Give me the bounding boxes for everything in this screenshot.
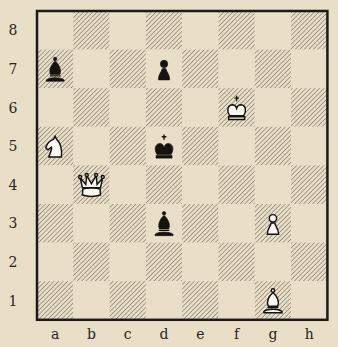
dark-square (110, 204, 146, 243)
dark-square (37, 127, 73, 166)
file-letter: c (124, 327, 132, 341)
rank-number: 6 (9, 101, 18, 115)
dark-square (255, 281, 291, 320)
dark-square (37, 281, 73, 320)
light-square (182, 165, 218, 204)
light-square (182, 88, 218, 127)
light-square (73, 127, 109, 166)
light-square (182, 11, 218, 50)
dark-square (291, 165, 327, 204)
dark-square (73, 11, 109, 50)
light-square (219, 281, 255, 320)
dark-square (255, 50, 291, 89)
rank-number: 4 (9, 178, 18, 192)
light-square (110, 88, 146, 127)
light-square (110, 165, 146, 204)
light-square (73, 50, 109, 89)
dark-square (219, 88, 255, 127)
light-square (255, 243, 291, 282)
dark-square (73, 88, 109, 127)
dark-square (146, 165, 182, 204)
dark-square (291, 243, 327, 282)
chess-piece (158, 60, 169, 80)
light-square (37, 165, 73, 204)
dark-square (291, 88, 327, 127)
light-square (146, 281, 182, 320)
rank-number: 2 (9, 255, 18, 269)
file-letter: e (196, 327, 204, 341)
file-letter: g (268, 327, 277, 341)
dark-square (182, 127, 218, 166)
rank-number: 5 (9, 139, 18, 153)
light-square (110, 11, 146, 50)
file-letter: d (160, 327, 169, 341)
dark-square (73, 243, 109, 282)
dark-square (219, 243, 255, 282)
dark-square (110, 281, 146, 320)
dark-square (182, 204, 218, 243)
dark-square (110, 127, 146, 166)
light-square (219, 50, 255, 89)
dark-square (255, 127, 291, 166)
dark-square (146, 88, 182, 127)
dark-square (255, 204, 291, 243)
dark-square (291, 11, 327, 50)
dark-square (182, 281, 218, 320)
light-square (255, 165, 291, 204)
dark-square (110, 50, 146, 89)
chess-piece (46, 136, 62, 157)
light-square (37, 88, 73, 127)
rank-number: 8 (9, 23, 18, 37)
light-square (291, 281, 327, 320)
dark-square (219, 165, 255, 204)
light-square (255, 11, 291, 50)
rank-number: 7 (9, 62, 18, 76)
light-square (291, 127, 327, 166)
light-square (255, 88, 291, 127)
light-square (146, 50, 182, 89)
chess-piece (155, 212, 173, 236)
light-square (146, 127, 182, 166)
chess-piece (228, 96, 246, 120)
dark-square (146, 11, 182, 50)
dark-square (182, 50, 218, 89)
light-square (219, 204, 255, 243)
light-square (291, 204, 327, 243)
light-square (146, 204, 182, 243)
dark-square (37, 50, 73, 89)
light-square (37, 11, 73, 50)
chess-piece (155, 134, 173, 158)
rank-number: 3 (9, 216, 18, 230)
chess-piece (267, 215, 278, 235)
dark-square (146, 243, 182, 282)
dark-square (37, 204, 73, 243)
chess-piece (46, 57, 64, 81)
light-square (110, 243, 146, 282)
light-square (73, 281, 109, 320)
chess-piece (79, 174, 105, 197)
file-letter: b (87, 327, 96, 341)
file-letter: h (305, 327, 314, 341)
chess-piece (264, 289, 282, 313)
light-square (73, 204, 109, 243)
light-square (219, 127, 255, 166)
rank-number: 1 (9, 294, 18, 308)
dark-square (73, 165, 109, 204)
light-square (291, 50, 327, 89)
light-square (182, 243, 218, 282)
file-letter: a (51, 327, 59, 341)
file-letter: f (234, 327, 239, 341)
dark-square (219, 11, 255, 50)
light-square (37, 243, 73, 282)
